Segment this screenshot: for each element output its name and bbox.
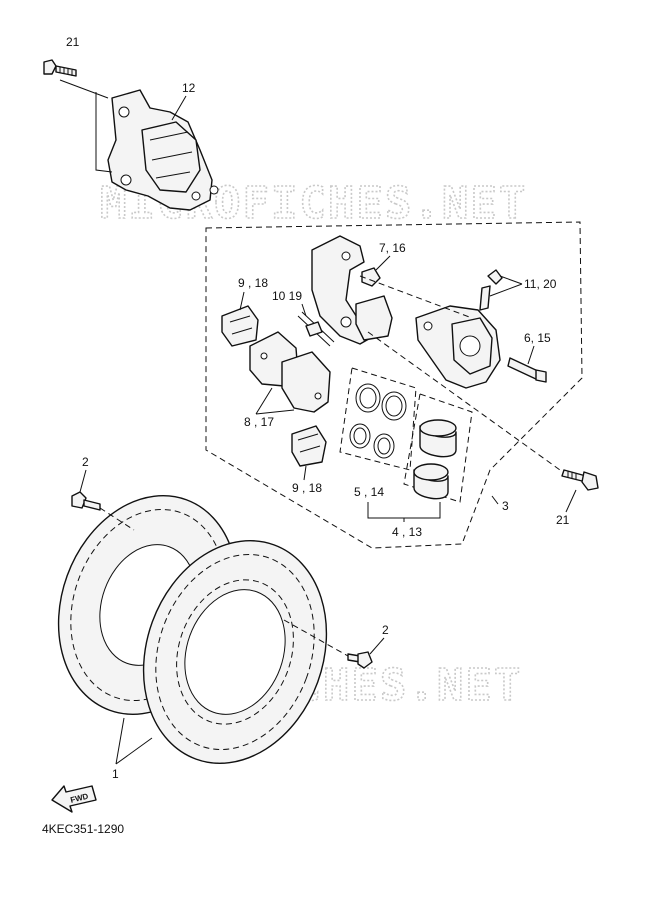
pad-retainer[interactable] — [355, 295, 393, 341]
callout-7-16: 7, 16 — [379, 241, 406, 255]
disc-bolt-left[interactable] — [71, 491, 101, 511]
callout-21-top: 21 — [66, 35, 80, 49]
callout-10-19: 10 19 — [272, 289, 302, 303]
bolt-right[interactable] — [561, 469, 599, 491]
caliper-bolt[interactable] — [507, 357, 547, 383]
brake-pads[interactable] — [249, 331, 331, 413]
callout-9-18-upper: 9 , 18 — [238, 276, 268, 290]
pad-clip[interactable] — [297, 311, 335, 347]
callout-5-14: 5 , 14 — [354, 485, 384, 499]
diagram-code: 4KEC351-1290 — [42, 822, 124, 836]
leader-bolt-top — [59, 79, 113, 173]
callout-6-15: 6, 15 — [524, 331, 551, 345]
seal-kit[interactable] — [339, 367, 417, 471]
fwd-label: FWD — [69, 792, 89, 805]
callout-21-right: 21 — [556, 513, 570, 527]
fwd-arrow-icon: FWD — [51, 785, 97, 813]
callout-2-right: 2 — [382, 623, 389, 637]
pad-shim-upper[interactable] — [221, 305, 259, 347]
callout-12: 12 — [182, 81, 196, 95]
brake-disc-front[interactable] — [113, 515, 356, 789]
pad-shim-lower[interactable] — [291, 425, 327, 467]
bleed-screw[interactable] — [361, 267, 381, 287]
callout-8-17: 8 , 17 — [244, 415, 274, 429]
disc-bolt-right[interactable] — [347, 651, 373, 669]
piston-kit[interactable] — [403, 393, 473, 503]
bleed-cap[interactable] — [479, 269, 503, 311]
callout-11-20: 11, 20 — [524, 277, 557, 291]
caliper-top[interactable] — [107, 89, 219, 211]
callout-4-13: 4 , 13 — [392, 525, 422, 539]
caliper-assembly-boundary — [205, 221, 583, 549]
callout-9-18-lower: 9 , 18 — [292, 481, 322, 495]
bolt-top[interactable] — [43, 59, 77, 77]
callout-2-left: 2 — [82, 455, 89, 469]
callout-3: 3 — [502, 499, 509, 513]
callout-1: 1 — [112, 767, 119, 781]
caliper-body[interactable] — [415, 305, 501, 389]
